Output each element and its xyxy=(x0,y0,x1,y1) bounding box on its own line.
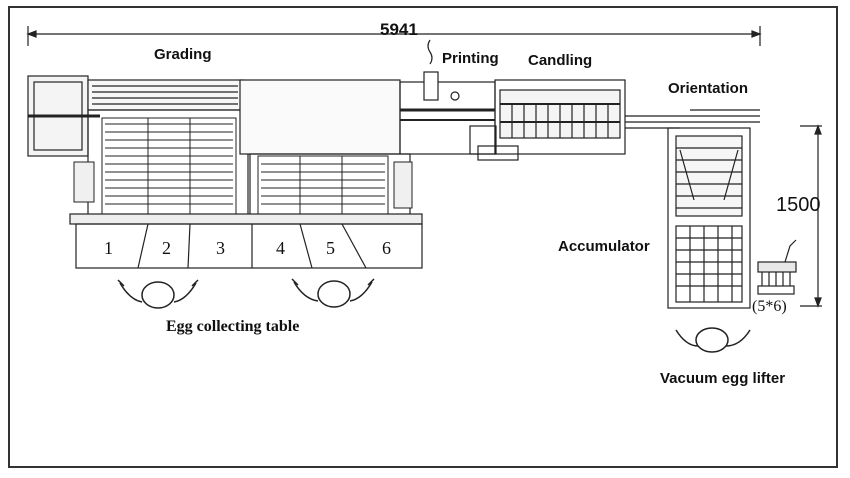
orientation-conveyor xyxy=(625,109,760,129)
vertical-dimension-label: 1500 xyxy=(776,194,821,216)
loading-unit xyxy=(27,75,100,157)
grading-bay-right xyxy=(257,155,413,215)
candling-unit xyxy=(477,79,626,161)
station-number: 1 xyxy=(104,238,113,258)
vertical-dimension-line xyxy=(800,124,822,308)
overall-dimension-line xyxy=(26,26,762,46)
operator-left xyxy=(117,279,199,309)
accumulator-unit xyxy=(667,127,751,309)
printing-label: Printing xyxy=(442,50,499,67)
vacuum-egg-lifter xyxy=(757,239,797,295)
egg-collecting-table-label: Egg collecting table xyxy=(166,318,300,335)
accumulator-label: Accumulator xyxy=(558,238,650,255)
printer-unit xyxy=(400,39,497,155)
grading-machine xyxy=(69,79,496,225)
station-number: 5 xyxy=(326,238,335,258)
overall-dimension-label: 5941 xyxy=(380,20,418,39)
station-number: 4 xyxy=(276,238,285,258)
station-number: 2 xyxy=(162,238,171,258)
orientation-label: Orientation xyxy=(668,80,749,97)
grading-bay-left xyxy=(73,117,237,215)
lifter-layout-label: (5*6) xyxy=(752,298,787,315)
egg-collecting-table xyxy=(75,223,423,269)
operator-accumulator xyxy=(675,327,751,353)
diagram-frame xyxy=(8,6,838,468)
operator-right xyxy=(291,278,375,308)
candling-label: Candling xyxy=(528,52,593,69)
station-number: 6 xyxy=(382,238,391,258)
grading-label: Grading xyxy=(154,46,212,63)
station-number: 3 xyxy=(216,238,225,258)
vacuum-egg-lifter-label: Vacuum egg lifter xyxy=(660,370,786,387)
